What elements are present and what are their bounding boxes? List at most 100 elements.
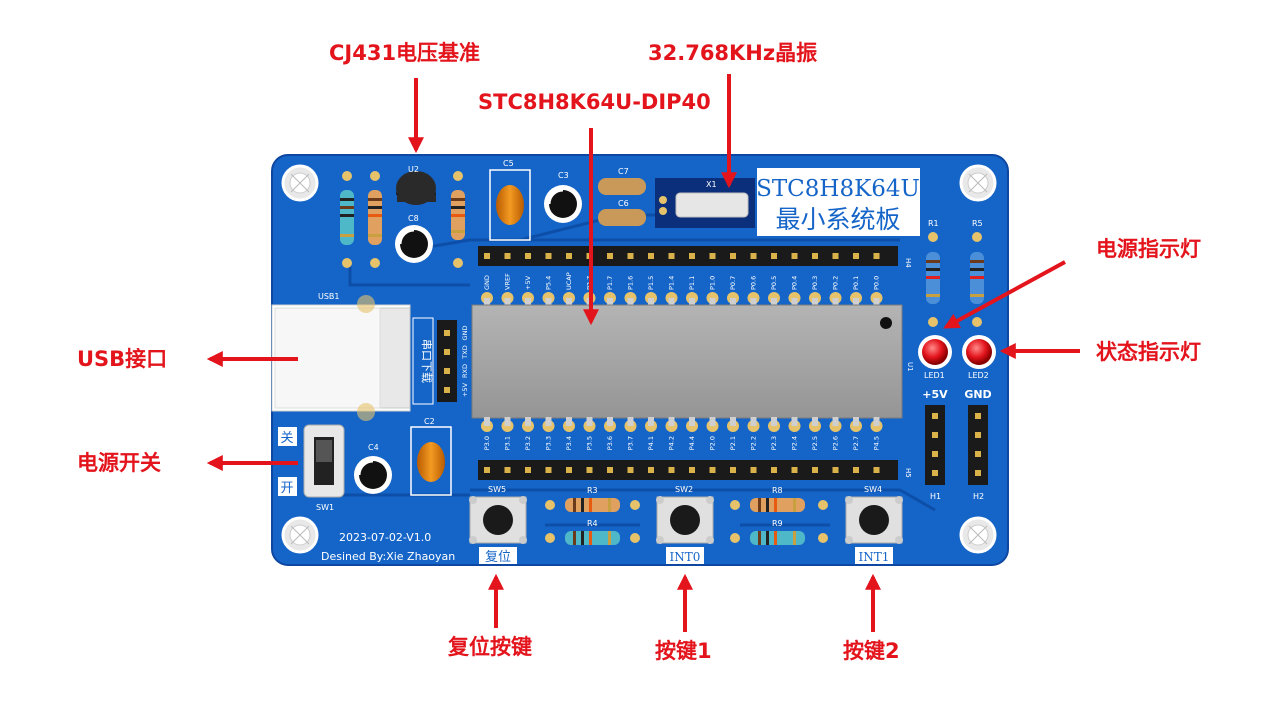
mcu-leg	[873, 298, 880, 306]
ref-c8: C8	[408, 214, 419, 223]
header-pin	[668, 467, 675, 473]
ref-r8: R8	[772, 486, 783, 495]
header-pin	[525, 253, 531, 259]
pin-label: P2.6	[832, 436, 840, 450]
header-pin	[730, 467, 736, 473]
pin-label: P0.6	[750, 276, 758, 290]
pin-label: P2.1	[729, 436, 737, 450]
capacitor-c8	[395, 225, 433, 263]
cj431-u2	[396, 171, 436, 205]
header-pin	[648, 467, 654, 473]
pin-label: P3.5	[586, 436, 594, 450]
pin-label: P1.1	[688, 276, 696, 290]
ref-c3: C3	[558, 171, 569, 180]
header-pin	[771, 467, 777, 473]
mcu-leg	[484, 417, 490, 426]
header-pin	[566, 467, 572, 473]
pin-label: P4.2	[668, 436, 676, 450]
mcu-leg	[812, 298, 818, 306]
int0-label: INT0	[670, 550, 701, 564]
header-pin	[689, 467, 695, 473]
header-pin	[545, 467, 552, 473]
mcu-leg	[545, 298, 552, 306]
ref-r5: R5	[972, 219, 983, 228]
serial-download-label: 串口下载	[420, 339, 433, 383]
int1-label-box	[855, 547, 893, 564]
serial-pin	[444, 387, 450, 393]
ref-r4: R4	[587, 519, 598, 528]
mcu-leg	[627, 417, 634, 426]
header-pin	[932, 432, 938, 438]
int1-label: INT1	[859, 550, 890, 564]
pin-label: P2.3	[770, 436, 778, 450]
serial-header	[437, 320, 457, 402]
mcu-leg	[484, 298, 490, 306]
header-pin	[873, 467, 880, 473]
mcu-leg	[504, 298, 511, 306]
board-title-line2: 最小系统板	[775, 205, 900, 234]
mcu-leg	[709, 417, 716, 426]
header-pin	[709, 467, 716, 473]
c5-outline	[489, 169, 531, 241]
header-pin	[975, 451, 981, 457]
ref-c5: C5	[503, 159, 514, 168]
callout-status-indicator: 状态指示灯	[1096, 340, 1201, 364]
header-pin	[607, 253, 613, 259]
pin-label: P2.5	[811, 436, 819, 450]
ref-h1: H1	[930, 492, 941, 501]
pin-label: P3.7	[627, 436, 635, 450]
ref-c6: C6	[618, 199, 629, 208]
mcu-pin1-dot	[880, 317, 892, 329]
header-pin	[668, 253, 675, 259]
header-pin	[873, 253, 880, 259]
header-pin	[709, 253, 716, 259]
pin-label: P5.4	[545, 276, 553, 290]
callout-power-switch: 电源开关	[77, 451, 161, 475]
pin-label: UCAP	[565, 272, 573, 290]
serial-pin-label: +5V	[461, 382, 469, 397]
header-pin	[730, 253, 736, 259]
mcu-leg	[689, 298, 695, 306]
pin-label: P0.7	[729, 276, 737, 290]
ref-r3: R3	[587, 486, 598, 495]
mcu-leg	[525, 417, 531, 426]
header-pin	[504, 467, 511, 473]
pin-label: P3.3	[545, 436, 553, 450]
capacitor-c2	[417, 442, 445, 482]
mcu-leg	[627, 298, 634, 306]
ref-sw1: SW1	[316, 503, 334, 512]
switch-off-label: 关	[280, 431, 293, 446]
mcu-leg	[504, 417, 511, 426]
capacitor-c3	[544, 185, 582, 223]
pin-label: P1.5	[647, 276, 655, 290]
crystal-x1	[675, 192, 749, 218]
mcu-leg	[566, 298, 572, 306]
serial-pin	[444, 330, 450, 336]
int0-label-box	[666, 547, 704, 564]
mcu-leg	[750, 417, 757, 426]
mcu-leg	[689, 417, 695, 426]
pin-label: P0.0	[873, 276, 881, 290]
header-pin	[791, 467, 798, 473]
key2-button-sw4	[845, 496, 903, 544]
pin-label: P1.4	[668, 276, 676, 290]
header-pin	[648, 253, 654, 259]
header-pin	[525, 467, 531, 473]
ref-c7: C7	[618, 167, 629, 176]
pin-label: P3.4	[565, 436, 573, 450]
h1-plus5v-label: +5V	[922, 388, 948, 401]
header-pin	[484, 253, 490, 259]
mcu-leg	[832, 298, 839, 306]
pin-label: P3.6	[606, 436, 614, 450]
header-pin	[932, 470, 938, 476]
mcu-leg	[648, 298, 654, 306]
board-title-box	[757, 168, 920, 236]
mcu-leg	[771, 298, 777, 306]
callout-usb-port: USB接口	[77, 347, 168, 371]
reset-label-box	[479, 547, 517, 564]
header-pin	[932, 413, 938, 419]
header-h1	[925, 405, 945, 485]
ref-h2: H2	[973, 492, 984, 501]
status-led-led2	[966, 339, 992, 365]
